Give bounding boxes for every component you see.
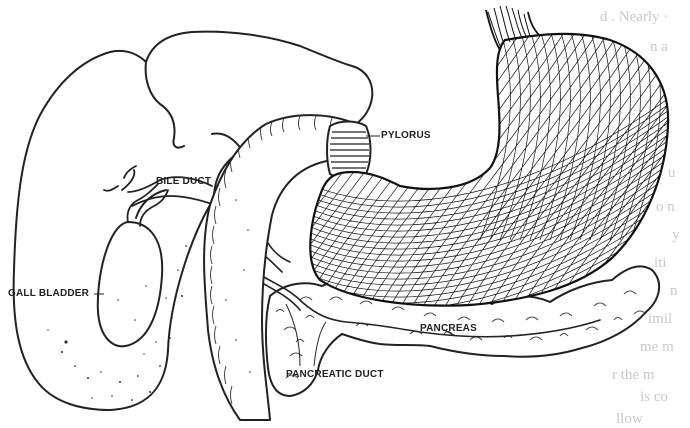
bile-duct-label: BILE DUCT [156, 177, 211, 187]
bile-duct-shape [104, 166, 212, 226]
gall-bladder-shape [98, 222, 162, 346]
pancreas-label: PANCREAS [420, 324, 477, 334]
pylorus-label: PYLORUS [381, 131, 431, 141]
pancreatic-duct-label: PANCREATIC DUCT [286, 370, 384, 380]
pylorus-shape [327, 122, 371, 179]
gall-bladder-label: GALL BLADDER [8, 289, 89, 299]
